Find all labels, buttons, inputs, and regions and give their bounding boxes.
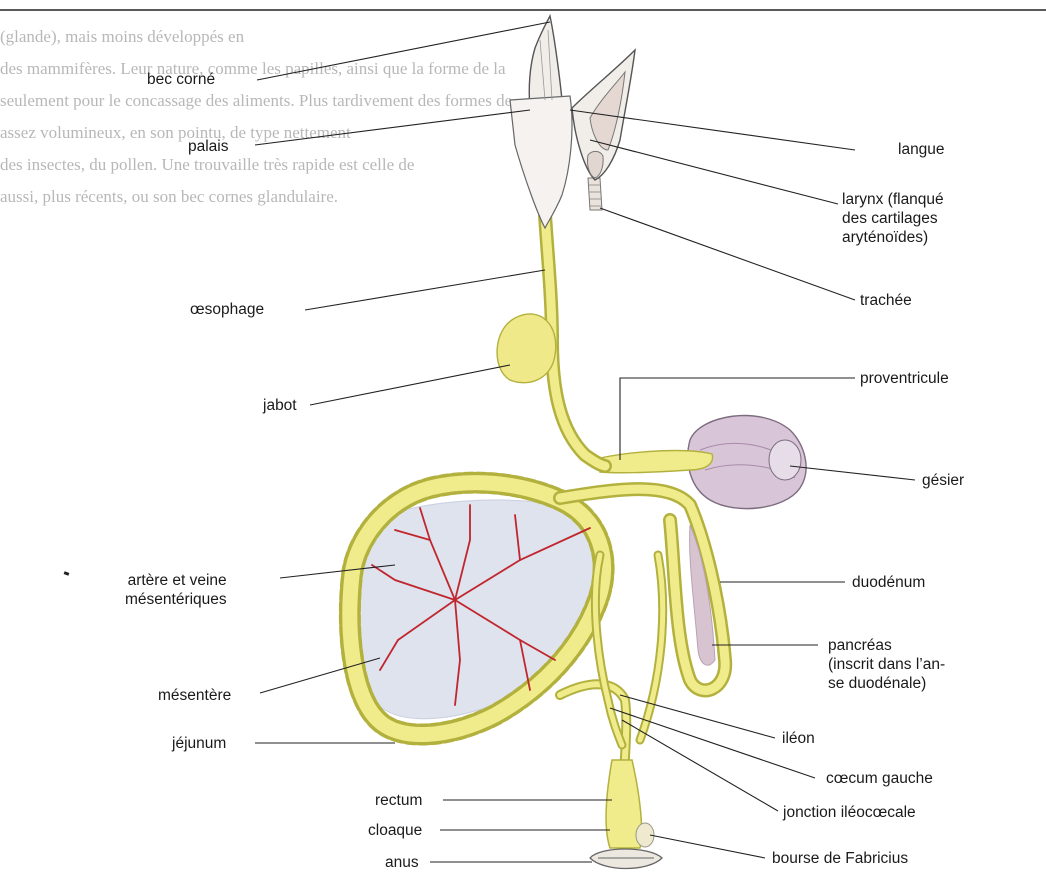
- label-proventricule: proventricule: [860, 369, 949, 388]
- label-mesentere: mésentère: [158, 686, 231, 705]
- label-artere-veine: artère et veine mésentériques: [125, 571, 227, 609]
- label-larynx: larynx (flanqué des cartilages aryténoïd…: [842, 190, 944, 247]
- right-caecum-shape-inner: [640, 555, 663, 740]
- label-trachee: trachée: [860, 291, 912, 310]
- crop-shape: [497, 314, 556, 383]
- label-cloaque: cloaque: [368, 821, 422, 840]
- proventriculus-shape: [600, 451, 713, 473]
- label-gesier: gésier: [922, 471, 964, 490]
- trachea-shape: [588, 178, 602, 210]
- label-ileon: iléon: [782, 729, 815, 748]
- label-jabot: jabot: [263, 396, 297, 415]
- label-oesophage: œsophage: [190, 300, 264, 319]
- label-jejunum: jéjunum: [172, 734, 226, 753]
- label-rectum: rectum: [375, 791, 422, 810]
- label-anus: anus: [385, 853, 419, 872]
- label-duodenum: duodénum: [852, 573, 925, 592]
- upper-beak-shape: [529, 16, 562, 110]
- label-jonction: jonction iléocœcale: [783, 803, 916, 822]
- gizzard-lobe: [769, 440, 801, 480]
- label-palais: palais: [188, 137, 229, 156]
- label-pancreas: pancréas (inscrit dans l’an- se duodénal…: [828, 636, 945, 693]
- label-bec-corne: bec corné: [147, 70, 215, 89]
- anus-shape: [590, 849, 662, 869]
- label-bourse: bourse de Fabricius: [772, 849, 908, 868]
- label-langue: langue: [898, 140, 945, 159]
- label-caecum-gauche: cœcum gauche: [826, 769, 933, 788]
- mesentery-sheet: [350, 500, 605, 719]
- palate-shape: [510, 96, 572, 228]
